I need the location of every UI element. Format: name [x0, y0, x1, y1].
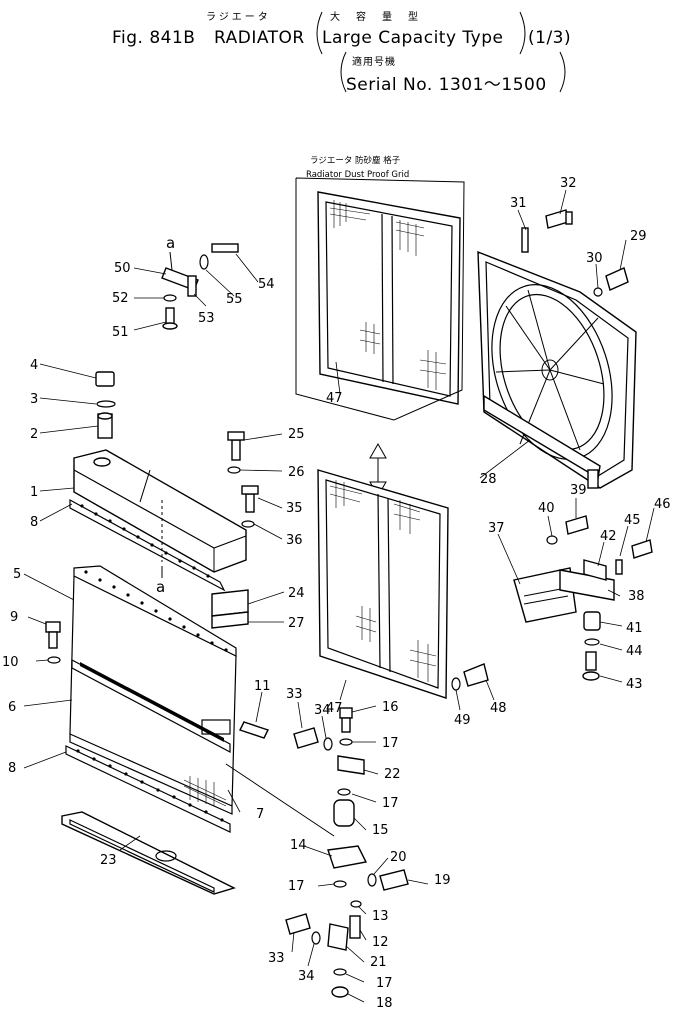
callout-11: 11: [254, 679, 271, 694]
mount-bracket-24-27: [211, 431, 259, 629]
serial-kanji: 適用号機: [352, 57, 396, 68]
callout-30: 30: [586, 251, 603, 266]
callout-3: 3: [30, 392, 38, 407]
callout-39: 39: [570, 483, 587, 498]
grid-label-jp: ラジエータ 防砂塵 格子: [310, 155, 401, 166]
callout-40: 40: [538, 501, 555, 516]
bolt-9-washer-10: [45, 621, 61, 664]
section-marker-bottom: a: [156, 578, 165, 596]
callout-43: 43: [626, 677, 643, 692]
callout-34-b: 34: [298, 969, 315, 984]
callouts: 1 2 3 4 5 6 7 8 8 9 10 11 12 13 14 15 16…: [2, 176, 671, 1010]
callout-34-a: 34: [314, 703, 331, 718]
callout-4: 4: [30, 358, 38, 373]
callout-29: 29: [630, 229, 647, 244]
callout-21: 21: [370, 955, 387, 970]
callout-44: 44: [626, 644, 643, 659]
callout-19: 19: [434, 873, 451, 888]
right-mount-parts: [513, 515, 653, 681]
callout-12: 12: [372, 935, 389, 950]
header-kana-top: ラジエータ: [206, 12, 271, 23]
callout-22: 22: [384, 767, 401, 782]
callout-49: 49: [454, 713, 471, 728]
callout-47-upper: 47: [326, 391, 343, 406]
callout-48: 48: [490, 701, 507, 716]
callout-41: 41: [626, 621, 643, 636]
section-marker-top: a: [166, 234, 175, 252]
callout-26: 26: [288, 465, 305, 480]
bracket-group-50-55: [161, 243, 239, 330]
callout-9: 9: [10, 610, 18, 625]
dust-grid-lower: [317, 469, 449, 699]
part-11: [239, 721, 269, 739]
callout-28: 28: [480, 472, 497, 487]
callout-2: 2: [30, 427, 38, 442]
fan-shroud: [477, 227, 637, 489]
callout-15: 15: [372, 823, 389, 838]
callout-6: 6: [8, 700, 16, 715]
callout-25: 25: [288, 427, 305, 442]
callout-37: 37: [488, 521, 505, 536]
callout-38: 38: [628, 589, 645, 604]
callout-36: 36: [286, 533, 303, 548]
callout-33-b: 33: [268, 951, 285, 966]
callout-17-d: 17: [376, 976, 393, 991]
header-brackets: [316, 11, 566, 93]
figure-number: Fig. 841B: [112, 28, 196, 48]
callout-14: 14: [290, 838, 307, 853]
callout-54: 54: [258, 277, 275, 292]
radiator-core: [69, 565, 237, 815]
figure-title: RADIATOR: [214, 28, 305, 48]
callout-53: 53: [198, 311, 215, 326]
serial-range: Serial No. 1301～1500: [346, 75, 547, 95]
callout-32: 32: [560, 176, 577, 191]
bolt-48-washer-49: [451, 663, 489, 691]
callout-1: 1: [30, 485, 38, 500]
shroud-bolts-29-32: [545, 209, 629, 297]
callout-35: 35: [286, 501, 303, 516]
callout-8-lower: 8: [8, 761, 16, 776]
callout-52: 52: [112, 291, 129, 306]
lower-gasket-and-base: [61, 745, 236, 895]
callout-27: 27: [288, 616, 305, 631]
dust-grid-upper: [295, 177, 465, 421]
lower-mount-hardware: [225, 707, 409, 998]
callout-13: 13: [372, 909, 389, 924]
callout-42: 42: [600, 529, 617, 544]
callout-17-c: 17: [288, 879, 305, 894]
filler-cap-group: [95, 371, 116, 439]
upper-tank: [69, 449, 247, 592]
callout-33-a: 33: [286, 687, 303, 702]
callout-46: 46: [654, 497, 671, 512]
callout-17-b: 17: [382, 796, 399, 811]
callout-18: 18: [376, 996, 393, 1010]
callout-20: 20: [390, 850, 407, 865]
header-kana-large: 大 容 量 型: [330, 12, 421, 23]
callout-50: 50: [114, 261, 131, 276]
callout-47-lower: 47: [326, 701, 343, 716]
leader-lines: [23, 189, 655, 1003]
callout-16: 16: [382, 700, 399, 715]
callout-31: 31: [510, 196, 527, 211]
callout-8-upper: 8: [30, 515, 38, 530]
figure-subtitle: Large Capacity Type: [322, 28, 504, 48]
callout-51: 51: [112, 325, 129, 340]
callout-45: 45: [624, 513, 641, 528]
callout-5: 5: [13, 567, 21, 582]
callout-55: 55: [226, 292, 243, 307]
callout-24: 24: [288, 586, 305, 601]
callout-23: 23: [100, 853, 117, 868]
callout-7: 7: [256, 807, 264, 822]
page-indicator: (1/3): [528, 28, 572, 48]
grid-label-en: Radiator Dust Proof Grid: [306, 170, 409, 180]
callout-17-a: 17: [382, 736, 399, 751]
callout-10: 10: [2, 655, 19, 670]
